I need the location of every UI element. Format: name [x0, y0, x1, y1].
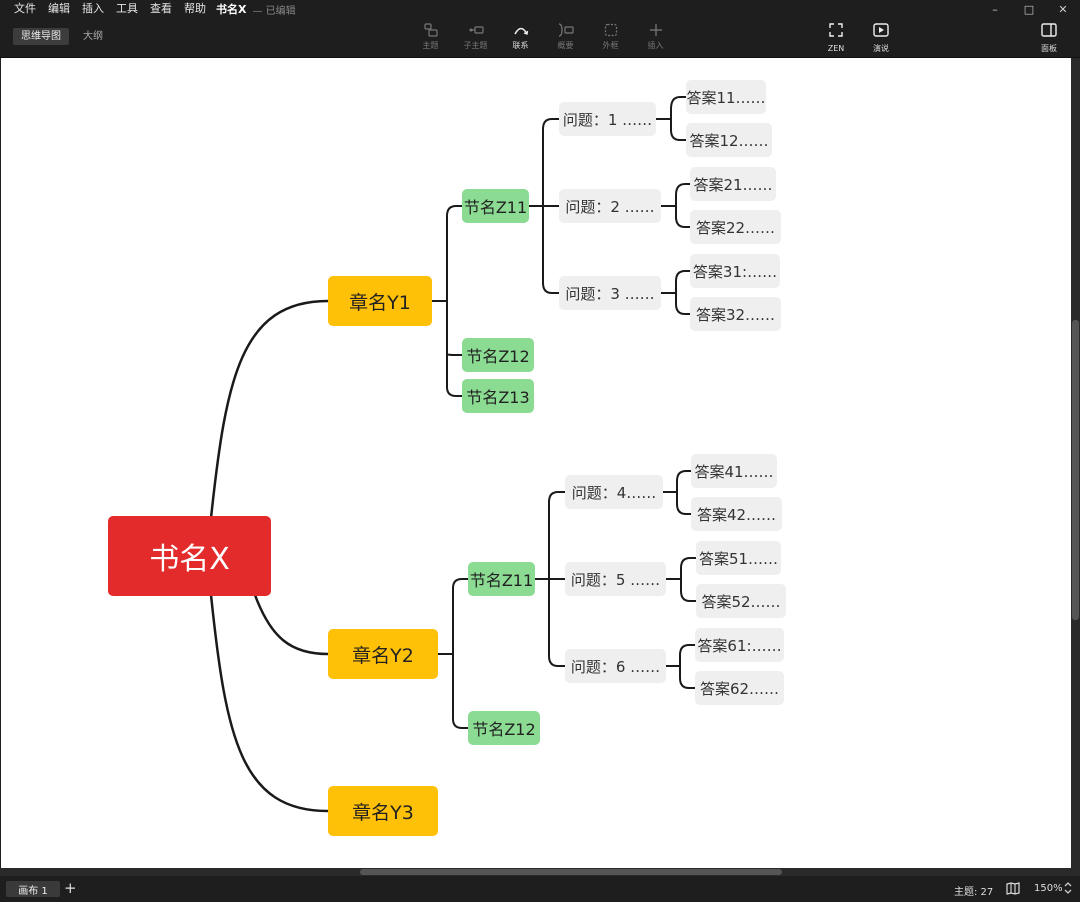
minimize-button[interactable]: –: [992, 2, 998, 16]
summary-label: 概要: [557, 41, 574, 50]
relationship-tool[interactable]: 联系: [498, 22, 543, 51]
zoom-stepper-icon[interactable]: [1064, 881, 1072, 897]
window-controls: – □ ✕: [978, 0, 1080, 18]
menu-insert[interactable]: 插入: [82, 2, 104, 15]
menu-bar: 文件 编辑 插入 工具 查看 帮助: [0, 0, 212, 18]
sheet-tab[interactable]: 画布 1: [6, 881, 60, 897]
answer-41[interactable]: 答案41……: [691, 454, 777, 488]
menu-tools[interactable]: 工具: [116, 2, 138, 15]
question-2[interactable]: 问题：2 ……: [559, 189, 661, 223]
chapter-y2[interactable]: 章名Y2: [328, 629, 438, 679]
answer-51[interactable]: 答案51……: [696, 541, 781, 575]
menu-view[interactable]: 查看: [150, 2, 172, 15]
insert-label: 插入: [647, 41, 664, 50]
add-sheet-button[interactable]: +: [64, 879, 77, 897]
subtopic-icon: [468, 22, 484, 38]
answer-52[interactable]: 答案52……: [696, 584, 786, 618]
status-bar: 画布 1 + 主题: 27 150%: [0, 876, 1080, 902]
answer-31[interactable]: 答案31:……: [690, 254, 780, 288]
section-z12-y2[interactable]: 节名Z12: [468, 711, 540, 745]
section-z11-y1[interactable]: 节名Z11: [462, 189, 529, 223]
map-icon[interactable]: [1006, 882, 1020, 898]
panel-button[interactable]: 面板: [1029, 22, 1069, 54]
menu-help[interactable]: 帮助: [184, 2, 206, 15]
answer-42[interactable]: 答案42……: [691, 497, 782, 531]
title-bar: 文件 编辑 插入 工具 查看 帮助 书名X — 已编辑 – □ ✕: [0, 0, 1080, 18]
answer-61[interactable]: 答案61:……: [695, 628, 784, 662]
section-z11-y2[interactable]: 节名Z11: [468, 562, 535, 596]
answer-22[interactable]: 答案22……: [690, 210, 781, 244]
subtopic-tool[interactable]: 子主题: [453, 22, 498, 51]
answer-62[interactable]: 答案62……: [695, 671, 784, 705]
topic-tool[interactable]: 主题: [408, 22, 453, 51]
plus-icon: [648, 22, 664, 38]
close-button[interactable]: ✕: [1058, 2, 1068, 16]
present-label: 演说: [873, 44, 889, 53]
topic-label: 主题: [422, 41, 439, 50]
section-z12-y1[interactable]: 节名Z12: [462, 338, 534, 372]
horizontal-scrollbar[interactable]: [0, 868, 1080, 876]
answer-12[interactable]: 答案12……: [686, 123, 772, 157]
chapter-y3[interactable]: 章名Y3: [328, 786, 438, 836]
panel-icon: [1041, 22, 1057, 41]
tab-outline[interactable]: 大纲: [83, 31, 103, 42]
root-topic[interactable]: 书名X: [108, 516, 271, 596]
insert-tool[interactable]: 插入: [633, 22, 678, 51]
topic-icon: [423, 22, 439, 38]
question-6[interactable]: 问题：6 ……: [565, 649, 666, 683]
document-title: 书名X: [216, 3, 247, 16]
question-5[interactable]: 问题：5 ……: [565, 562, 666, 596]
panel-label: 面板: [1041, 44, 1057, 53]
summary-icon: [558, 22, 574, 38]
play-icon: [873, 22, 889, 41]
vertical-scrollbar[interactable]: [1071, 58, 1080, 868]
question-3[interactable]: 问题：3 ……: [559, 276, 661, 310]
zoom-level[interactable]: 150%: [1034, 883, 1063, 894]
question-1[interactable]: 问题：1 ……: [559, 102, 656, 136]
menu-file[interactable]: 文件: [14, 2, 36, 15]
question-4[interactable]: 问题：4……: [565, 475, 663, 509]
relationship-label: 联系: [512, 41, 529, 50]
connector-lines: [209, 96, 696, 813]
view-tabs: 思维导图 大纲: [13, 28, 111, 45]
zen-button[interactable]: ZEN: [816, 22, 856, 54]
mindmap-canvas[interactable]: 书名X 章名Y1 章名Y2 章名Y3 节名Z11 节名Z12 节名Z13 节名Z…: [1, 58, 1071, 868]
horizontal-scroll-thumb[interactable]: [360, 869, 782, 875]
menu-edit[interactable]: 编辑: [48, 2, 70, 15]
maximize-button[interactable]: □: [1023, 2, 1035, 16]
present-button[interactable]: 演说: [861, 22, 901, 54]
summary-tool[interactable]: 概要: [543, 22, 588, 51]
document-status: — 已编辑: [252, 5, 296, 17]
topic-count: 主题: 27: [954, 887, 994, 898]
section-z13-y1[interactable]: 节名Z13: [462, 379, 534, 413]
answer-21[interactable]: 答案21……: [690, 167, 776, 201]
subtopic-label: 子主题: [463, 41, 488, 50]
fullscreen-icon: [829, 22, 843, 41]
boundary-tool[interactable]: 外框: [588, 22, 633, 51]
relationship-icon: [513, 22, 529, 38]
answer-11[interactable]: 答案11……: [686, 80, 766, 114]
vertical-scroll-thumb[interactable]: [1072, 320, 1079, 620]
chapter-y1[interactable]: 章名Y1: [328, 276, 432, 326]
toolbar: 思维导图 大纲 主题 子主题 联系 概要 外框 插入 ZEN: [0, 18, 1080, 58]
boundary-label: 外框: [602, 41, 619, 50]
boundary-icon: [603, 22, 619, 38]
answer-32[interactable]: 答案32……: [690, 297, 781, 331]
zen-label: ZEN: [827, 44, 845, 53]
insert-tools: 主题 子主题 联系 概要 外框 插入: [408, 22, 678, 51]
tab-mindmap[interactable]: 思维导图: [13, 28, 69, 45]
